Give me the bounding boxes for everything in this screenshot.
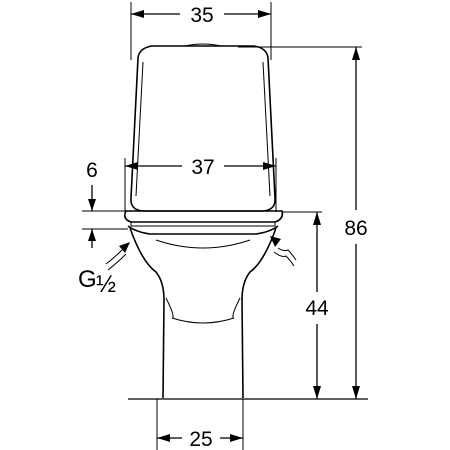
top-width-label: 35 <box>190 4 213 27</box>
bowl <box>127 225 279 399</box>
dimension-outlet-height: 44 <box>282 211 329 399</box>
total-height-label: 86 <box>344 217 367 240</box>
outlet-height-label: 44 <box>305 297 329 320</box>
dimension-seat-gap: 6 <box>82 159 128 248</box>
dimension-cistern-width: 37 <box>124 156 277 212</box>
cistern <box>130 43 276 212</box>
connection-label: G ½ <box>78 242 130 298</box>
dimension-top-width: 35 <box>130 2 272 60</box>
cistern-width-label: 37 <box>191 156 214 179</box>
seat <box>124 210 284 227</box>
dimension-base-width: 25 <box>156 399 244 450</box>
connection-fraction-label: ½ <box>96 271 116 298</box>
seat-gap-label: 6 <box>86 159 98 182</box>
dimension-total-height: 86 <box>238 46 368 399</box>
base-width-label: 25 <box>189 428 212 450</box>
connection-g-label: G <box>78 266 97 293</box>
water-connection-arrow-right <box>270 236 297 267</box>
